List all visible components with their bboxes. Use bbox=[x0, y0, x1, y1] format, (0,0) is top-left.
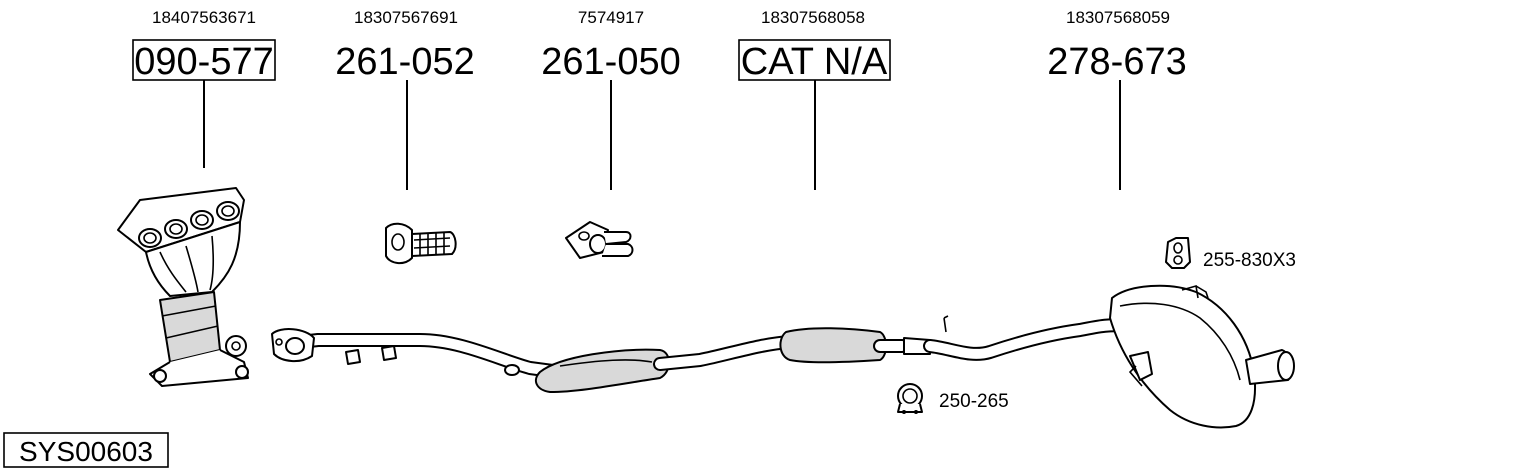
accessory-number-2[interactable]: 250-265 bbox=[939, 391, 1009, 412]
pipe-clamp-icon bbox=[897, 383, 923, 414]
front-pipe-flex-part[interactable] bbox=[385, 222, 457, 264]
oe-number-2: 18307567691 bbox=[354, 8, 458, 27]
accessory-number-1[interactable]: 255-830X3 bbox=[1203, 250, 1296, 271]
part-number-4[interactable]: CAT N/A bbox=[741, 41, 888, 83]
rear-silencer-part[interactable] bbox=[903, 284, 1295, 429]
rubber-hanger-icon bbox=[1165, 237, 1191, 269]
exhaust-manifold-catalyst-part[interactable] bbox=[117, 187, 249, 387]
oe-number-3: 7574917 bbox=[578, 8, 644, 27]
oe-number-4: 18307568058 bbox=[761, 8, 865, 27]
oe-number-1: 18407563671 bbox=[152, 8, 256, 27]
middle-pipe-assembly[interactable] bbox=[271, 327, 909, 393]
part-number-1[interactable]: 090-577 bbox=[134, 41, 273, 83]
part-number-2[interactable]: 261-052 bbox=[335, 41, 474, 83]
part-number-5[interactable]: 278-673 bbox=[1047, 41, 1186, 83]
oe-number-5: 18307568059 bbox=[1066, 8, 1170, 27]
system-code: SYS00603 bbox=[19, 436, 153, 467]
system-code-box bbox=[3, 432, 169, 468]
part-number-3[interactable]: 261-050 bbox=[541, 41, 680, 83]
connecting-pipe-part[interactable] bbox=[565, 221, 634, 259]
